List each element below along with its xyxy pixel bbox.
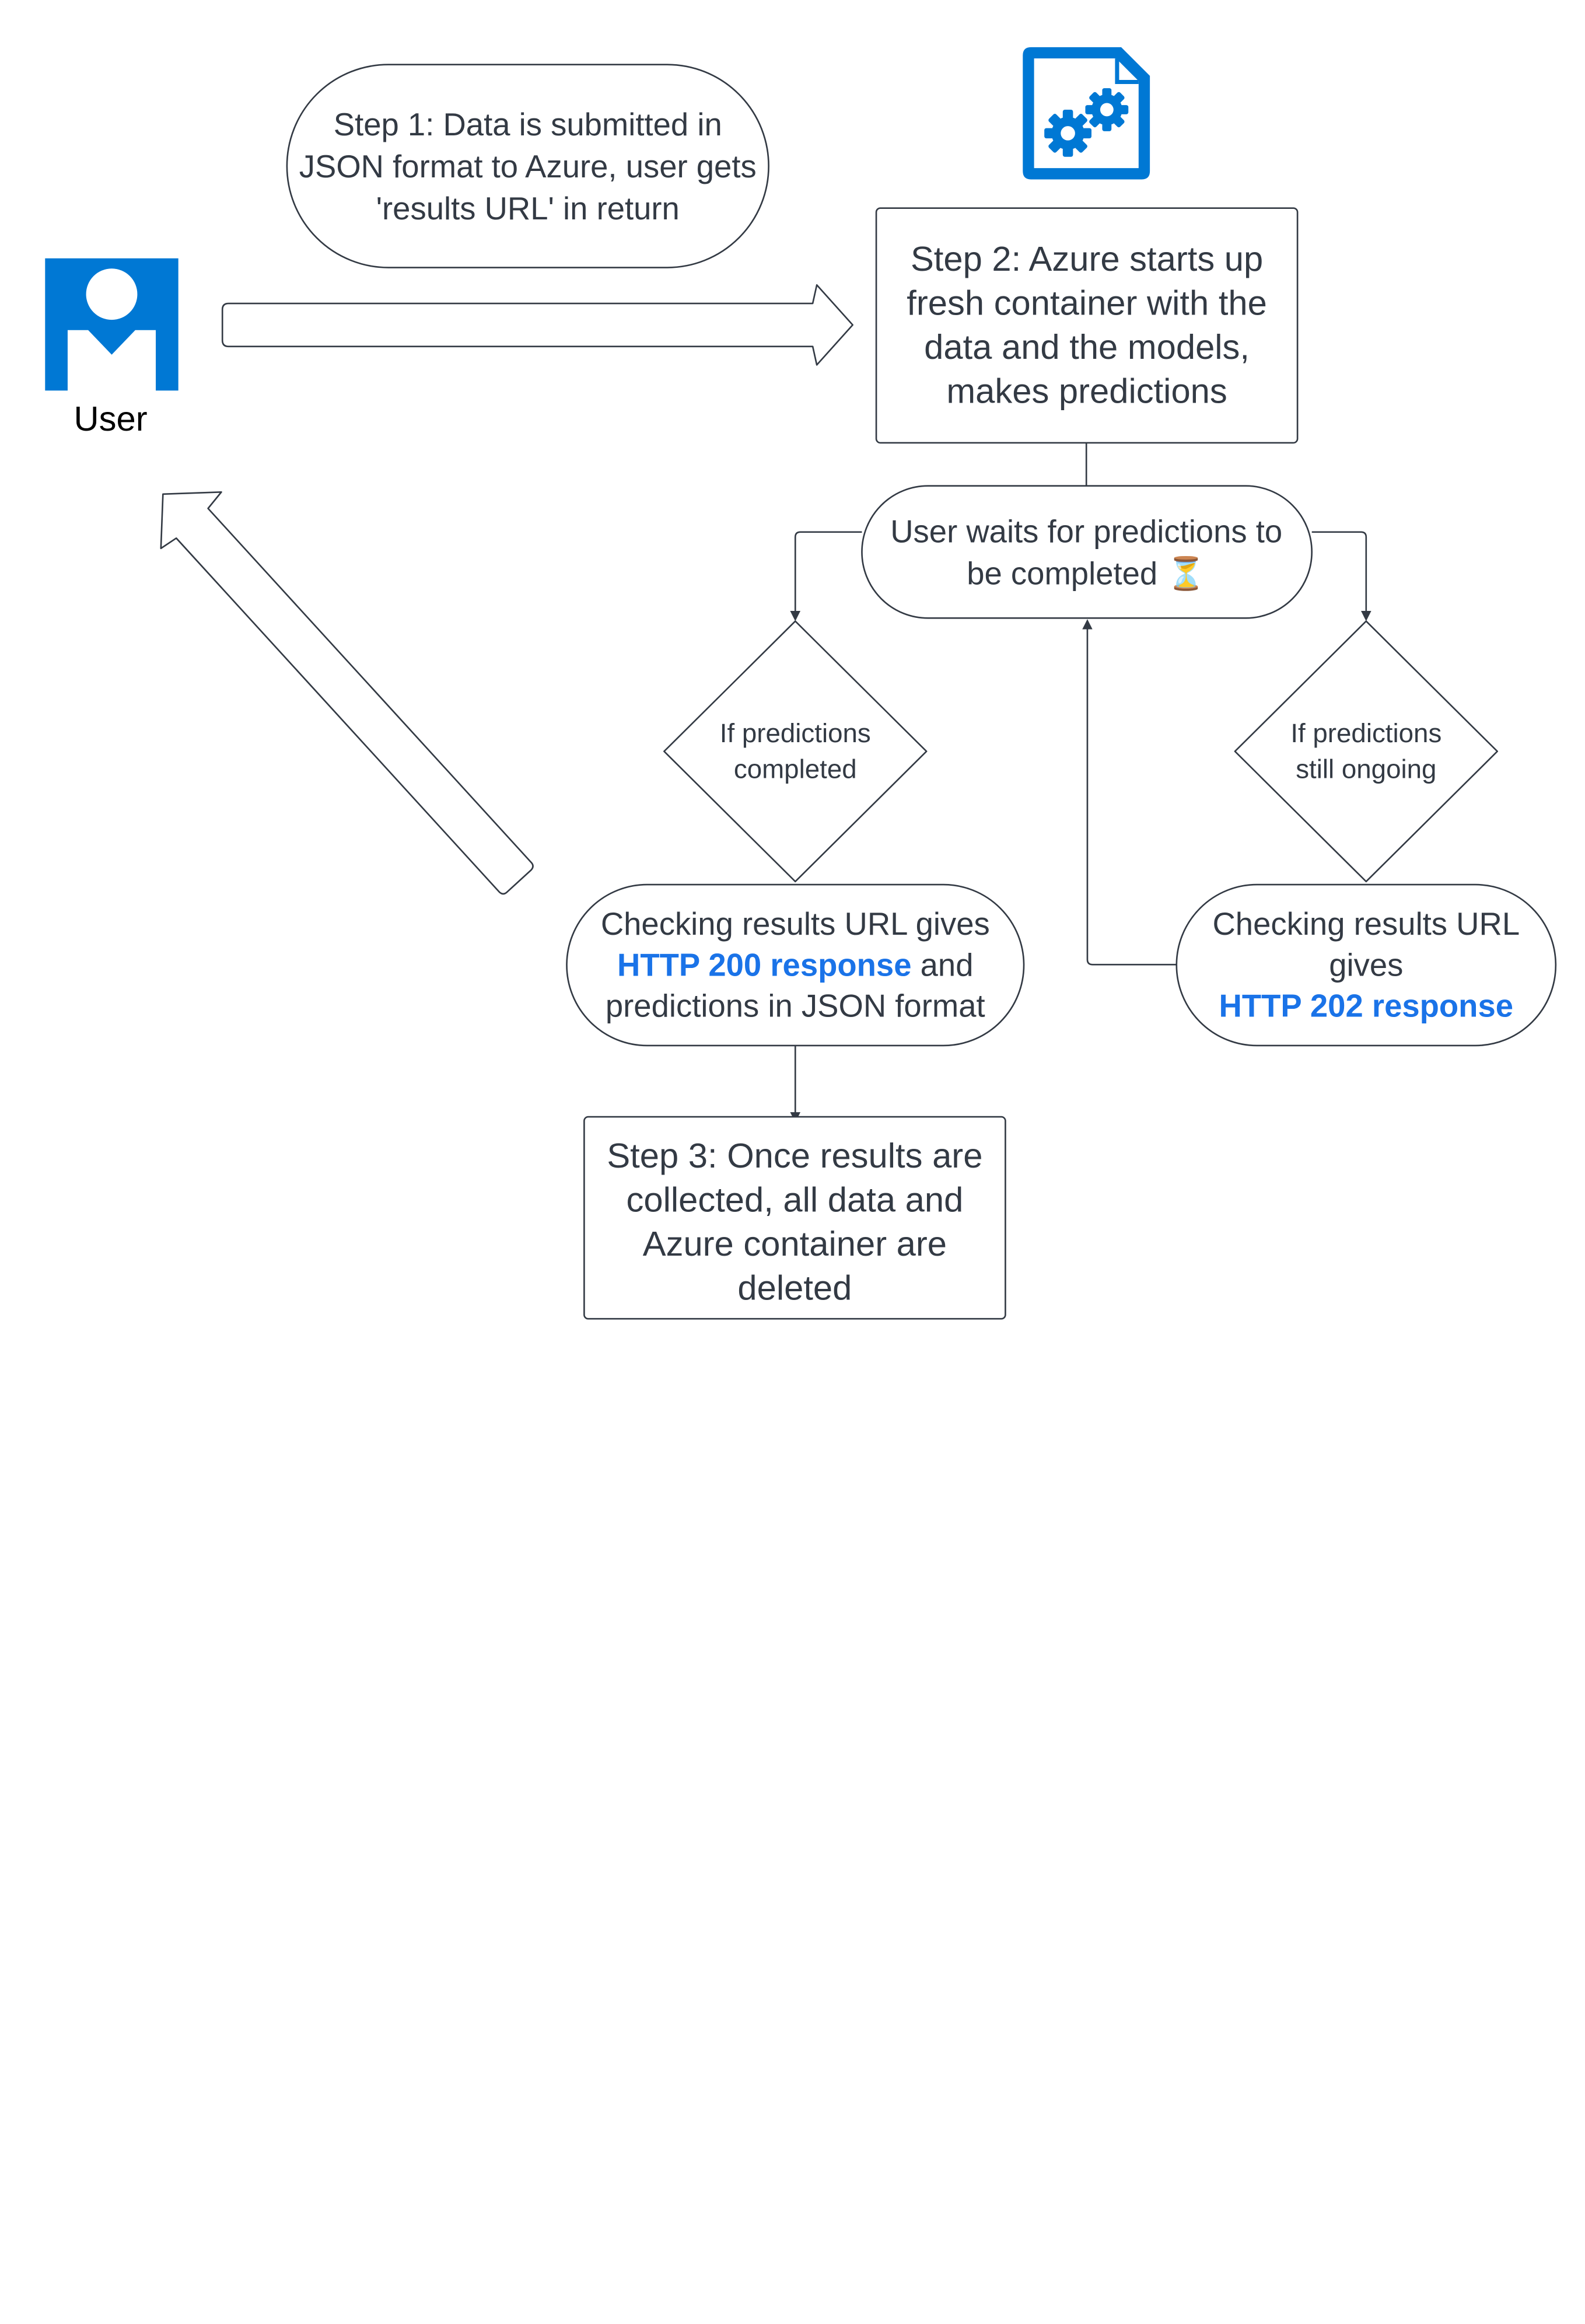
step1-text: Step 1: Data is submitted in JSON format… [299,106,757,226]
http-200-highlight: HTTP 200 response [617,946,912,983]
step2-node: Step 2: Azure starts up fresh container … [883,215,1290,436]
decision-ongoing-shape [1234,620,1499,883]
result-202-line1: Checking results URL gives [1212,906,1520,983]
http-202-highlight: HTTP 202 response [1219,987,1514,1024]
decision-ongoing-node: If predictions still ongoing [1274,705,1458,798]
result-200-node: Checking results URL gives HTTP 200 resp… [570,892,1021,1038]
decision-ongoing-text: If predictions still ongoing [1290,717,1442,784]
diagram-canvas [45,47,1557,1320]
return-arrow [160,491,534,895]
submit-arrow [221,284,853,366]
wait-shape [861,485,1313,619]
result-200-line3: predictions in JSON format [605,987,985,1024]
hourglass-icon: ⏳ [1166,555,1206,591]
result-200-after: and [911,946,974,983]
user-icon [45,258,179,391]
decision-completed-text: If predictions completed [719,717,871,784]
decision-completed-shape [663,620,928,883]
decision-completed-node: If predictions completed [703,705,887,798]
retry-loop-connector [1082,619,1177,966]
user-label: User [74,400,148,439]
result-200-line1: Checking results URL gives [600,906,990,942]
azure-service-icon [1023,47,1150,180]
result-200-shape [566,883,1025,1047]
wait-to-ongoing-connector [1311,531,1371,621]
step3-node: Step 3: Once results are collected, all … [605,1127,985,1318]
wait-text: User waits for predictions to be complet… [890,513,1283,591]
step3-text: Step 3: Once results are collected, all … [607,1137,983,1308]
step1-node: Step 1: Data is submitted in JSON format… [297,77,758,256]
step2-text: Step 2: Azure starts up fresh container … [907,239,1267,411]
step3-shape [583,1116,1006,1320]
result-202-node: Checking results URL gives HTTP 202 resp… [1199,892,1533,1038]
wait-to-completed-connector [790,531,862,621]
wait-node: User waits for predictions to be complet… [881,492,1292,612]
step1-shape [286,64,769,268]
